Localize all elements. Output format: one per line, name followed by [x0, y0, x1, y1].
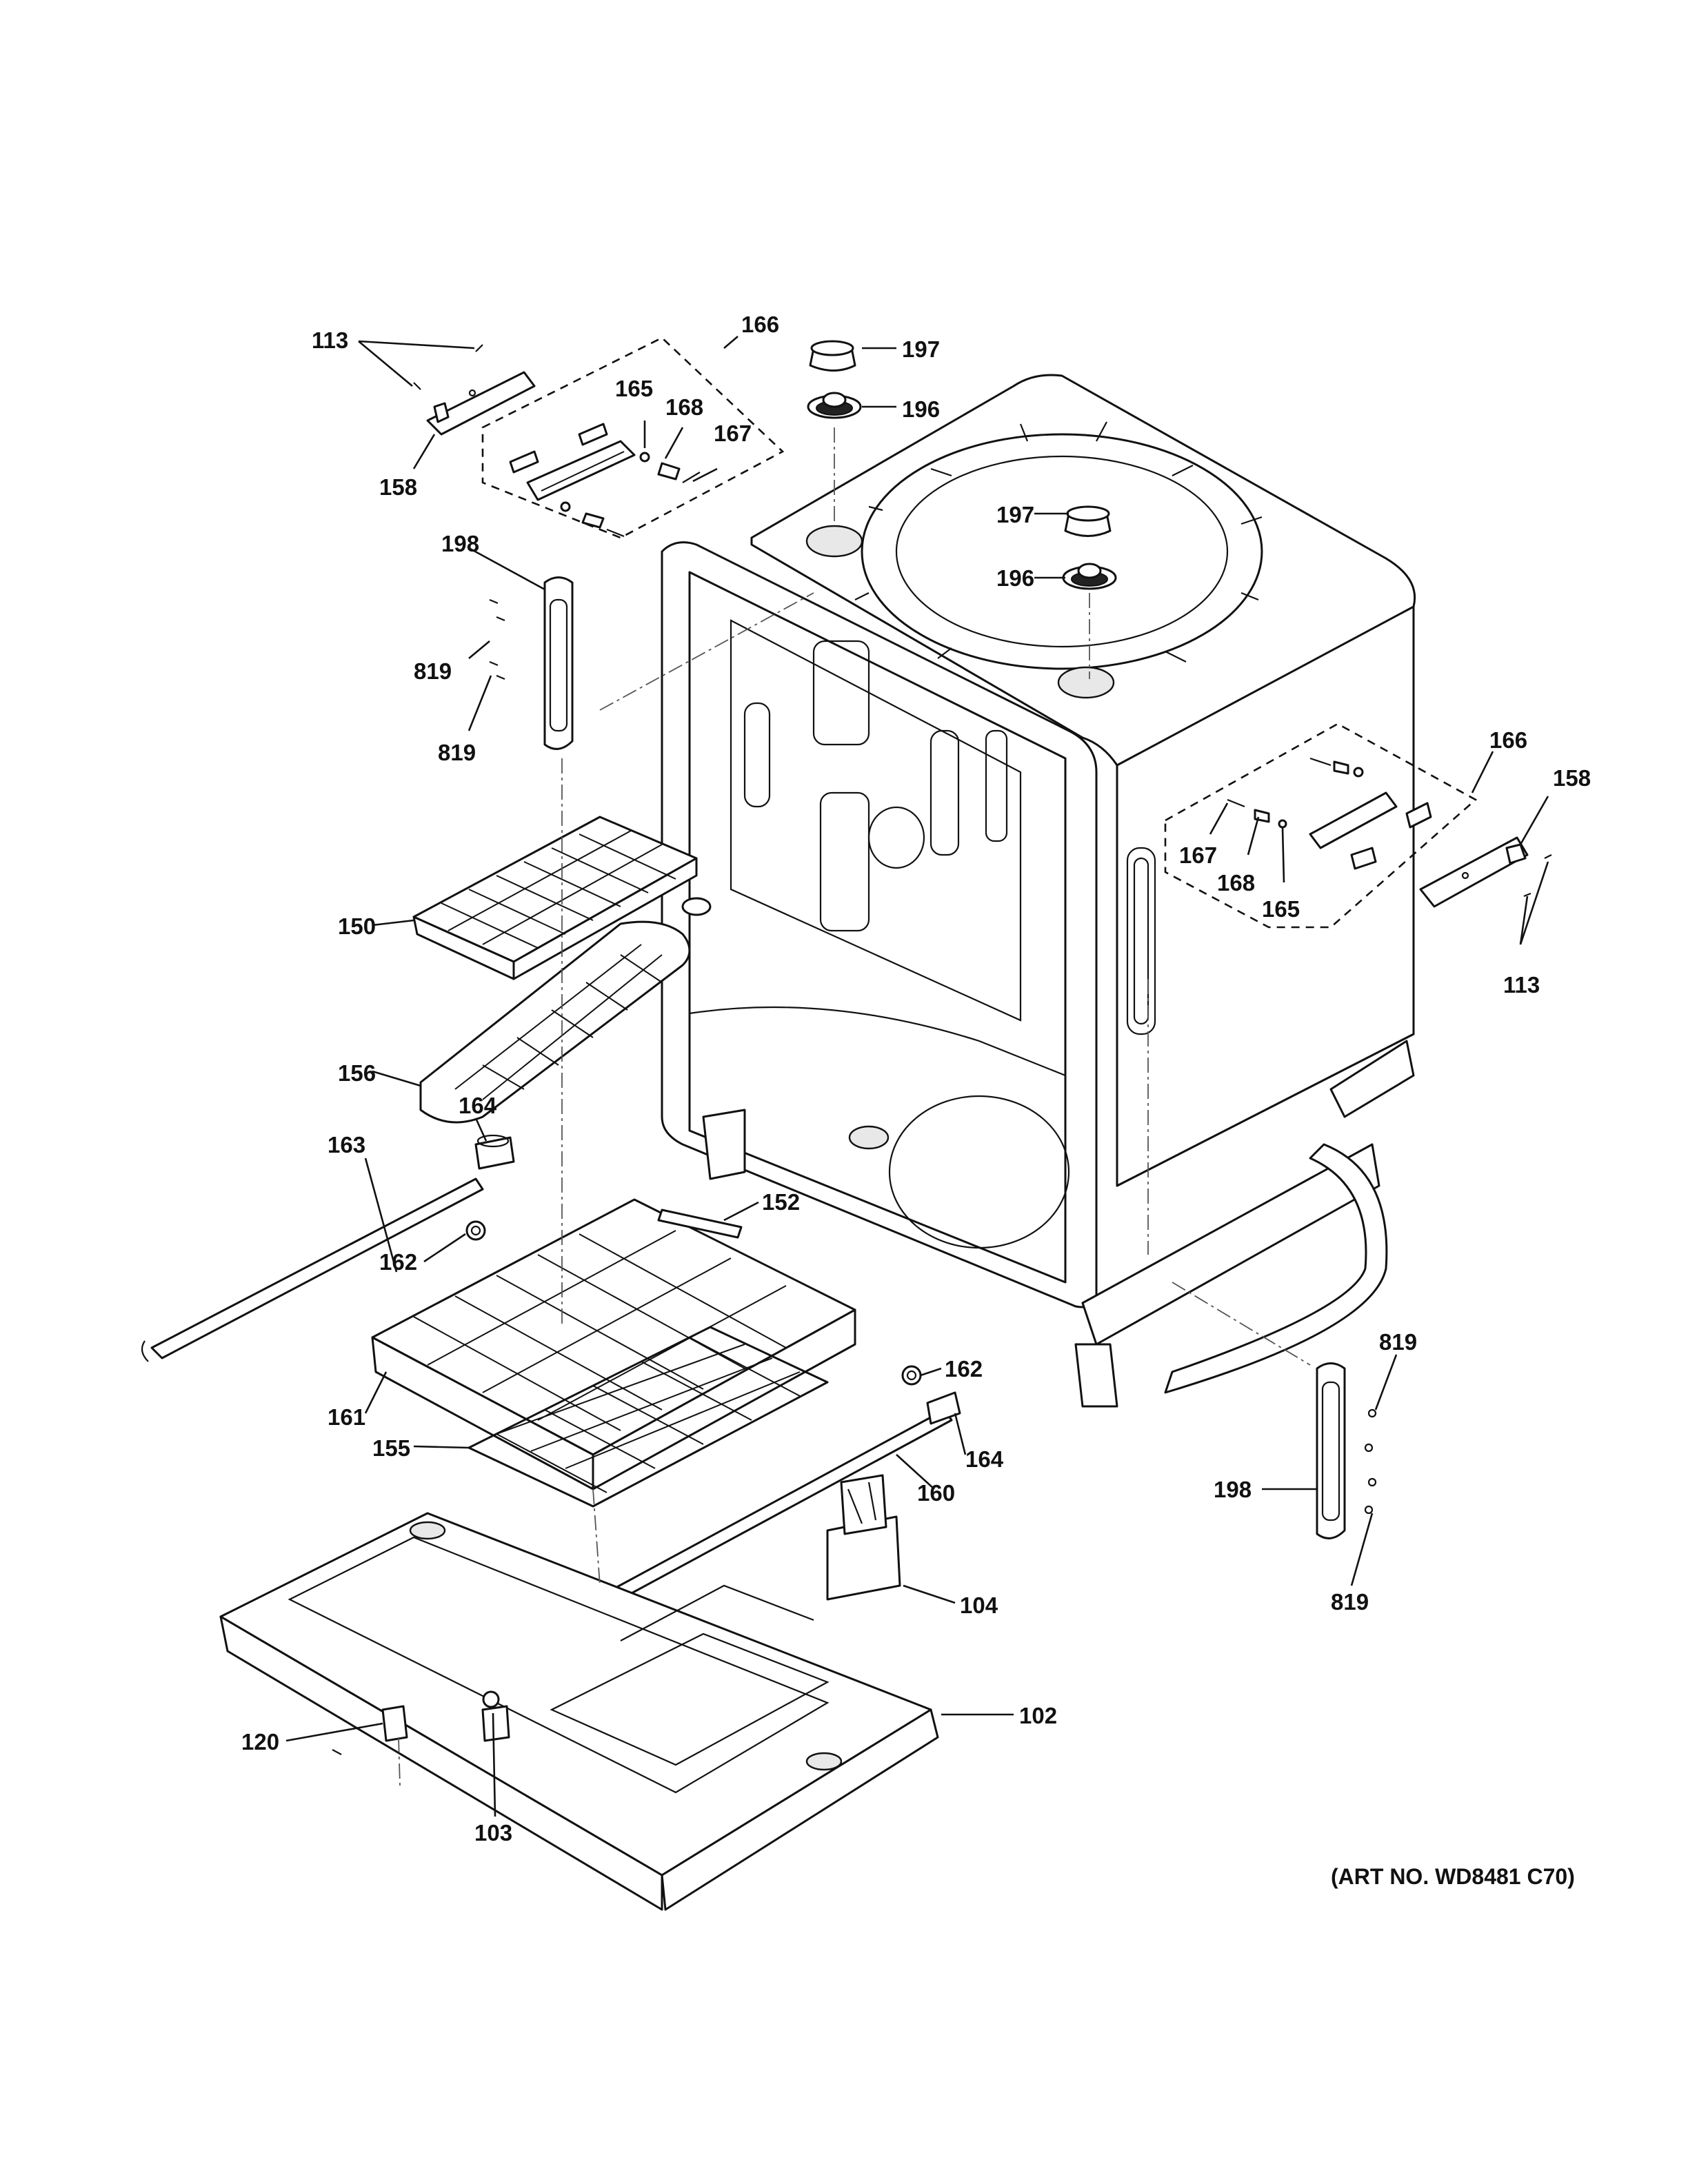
wash-arm-hub-top — [807, 340, 862, 419]
alignment-lines — [398, 427, 1311, 1786]
callout-158-right: 158 — [1553, 765, 1591, 791]
hinge-kit-top-left — [481, 336, 785, 539]
callout-104: 104 — [960, 1593, 998, 1618]
callout-819-d: 819 — [1331, 1589, 1369, 1615]
rack-rail-left — [141, 1177, 484, 1362]
callout-819-c: 819 — [1379, 1329, 1417, 1355]
callout-198-top: 198 — [441, 531, 479, 556]
hinge-bracket-right — [1419, 836, 1552, 908]
art-number-note: (ART NO. WD8481 C70) — [1331, 1864, 1575, 1889]
spray-arm — [657, 1209, 743, 1239]
callout-166-right: 166 — [1489, 727, 1527, 753]
hinge-kit-right — [1164, 722, 1478, 929]
callout-166-top: 166 — [741, 312, 779, 337]
callout-103: 103 — [474, 1820, 512, 1846]
callout-168-right: 168 — [1217, 870, 1255, 896]
callout-164-right: 164 — [965, 1446, 1004, 1472]
callout-150: 150 — [338, 913, 376, 939]
rail-stop-right — [926, 1391, 961, 1425]
wash-arm-hub-middle — [1062, 505, 1117, 590]
rack-roller-right — [901, 1365, 922, 1386]
callout-152: 152 — [762, 1189, 800, 1215]
leader-lines — [285, 336, 1549, 1817]
callout-819-a: 819 — [414, 658, 452, 684]
silverware-basket — [412, 816, 698, 980]
callout-197-top: 197 — [902, 336, 940, 362]
rack-basket — [468, 1326, 829, 1508]
callout-165-top: 165 — [615, 376, 653, 401]
roller-wheel-component — [481, 1690, 510, 1742]
callout-155: 155 — [372, 1435, 410, 1461]
callout-labels: 113 166 197 196 165 168 167 158 198 197 … — [241, 312, 1591, 1846]
silverware-lid — [419, 897, 712, 1124]
callout-168-top: 168 — [665, 394, 703, 420]
callout-196-top: 196 — [902, 396, 940, 422]
callout-163: 163 — [328, 1132, 365, 1157]
lower-rack — [371, 1198, 856, 1490]
callout-198-right: 198 — [1214, 1477, 1252, 1502]
base-pan — [219, 1512, 939, 1911]
callout-167-top: 167 — [714, 421, 752, 446]
callout-162-left: 162 — [379, 1249, 417, 1275]
callout-164-left: 164 — [459, 1093, 497, 1118]
rack-roller-left — [465, 1220, 486, 1241]
clip-component — [332, 1705, 408, 1755]
callout-120: 120 — [241, 1729, 279, 1755]
callout-161: 161 — [328, 1404, 365, 1430]
callout-156: 156 — [338, 1060, 376, 1086]
callout-196-mid: 196 — [996, 565, 1034, 591]
callout-197-mid: 197 — [996, 502, 1034, 527]
side-bracket-right — [1316, 1362, 1377, 1539]
callout-165-right: 165 — [1262, 896, 1300, 922]
callout-113-right: 113 — [1503, 972, 1540, 998]
callout-819-b: 819 — [438, 740, 476, 765]
callout-160: 160 — [917, 1480, 955, 1506]
callout-167-right: 167 — [1179, 842, 1217, 868]
tub-assembly — [661, 374, 1416, 1408]
side-bracket-left — [489, 576, 574, 750]
callout-162-right: 162 — [945, 1356, 983, 1382]
callout-113-top: 113 — [312, 327, 348, 353]
door-latch-component — [826, 1474, 901, 1601]
rail-stop-left — [474, 1134, 515, 1170]
callout-102: 102 — [1019, 1703, 1057, 1728]
hinge-bracket-top-left — [413, 344, 536, 436]
callout-158-top: 158 — [379, 474, 417, 500]
